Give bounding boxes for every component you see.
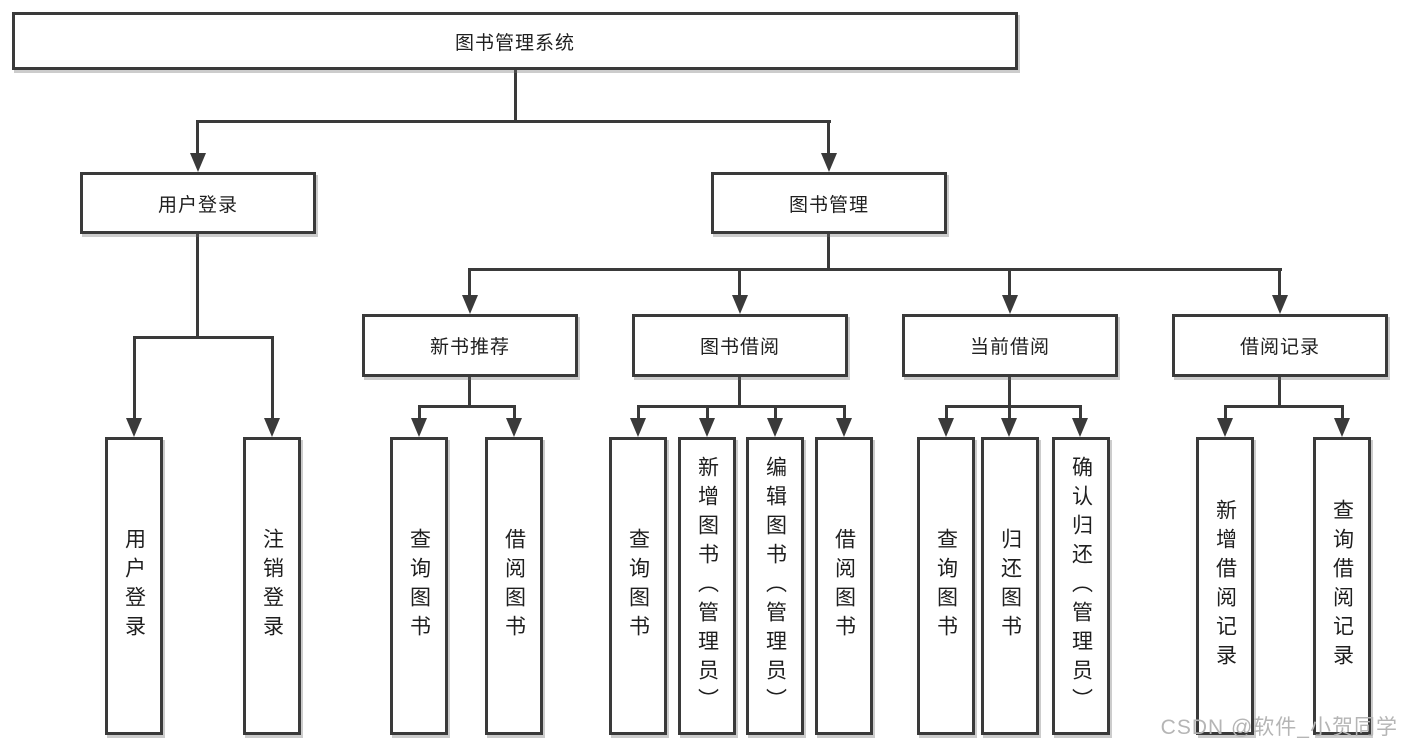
leaf-add-books-admin: 新增图书（管理员）	[678, 437, 736, 735]
connector-bookborrow-drop	[738, 375, 741, 408]
arrow-down-icon	[1217, 418, 1233, 437]
leaf-query-books-label: 查询图书	[407, 528, 431, 644]
leaf-user-login-label: 用户登录	[122, 528, 146, 644]
connector-borrowrecords-bus	[1224, 405, 1344, 408]
arrow-down-icon	[462, 295, 478, 314]
connector-currentborrow-bus	[945, 405, 1082, 408]
arrow-down-icon	[264, 418, 280, 437]
connector-currentborrow-drop	[1008, 375, 1011, 408]
arrow-down-icon	[1002, 295, 1018, 314]
arrow-down-icon	[506, 418, 522, 437]
connector-newbooks-bus	[418, 405, 516, 408]
leaf-logout: 注销登录	[243, 437, 301, 735]
arrow-down-icon	[411, 418, 427, 437]
leaf-edit-books-admin-label: 编辑图书（管理员）	[763, 455, 787, 717]
connector-stem	[133, 336, 136, 421]
leaf-return-books-label: 归还图书	[998, 528, 1022, 644]
leaf-borrow-books-borrow: 借阅图书	[815, 437, 873, 735]
arrow-down-icon	[699, 418, 715, 437]
leaf-query-books-label: 查询图书	[934, 528, 958, 644]
leaf-borrow-books-newbooks: 借阅图书	[485, 437, 543, 735]
connector-bookmgmt-drop	[827, 232, 830, 271]
connector-stem	[738, 268, 741, 298]
node-book-borrow: 图书借阅	[632, 314, 848, 377]
arrow-down-icon	[821, 153, 837, 172]
leaf-query-books-borrow: 查询图书	[609, 437, 667, 735]
leaf-query-books-newbooks: 查询图书	[390, 437, 448, 735]
node-borrow-records: 借阅记录	[1172, 314, 1388, 377]
connector-stem	[706, 405, 709, 422]
leaf-return-books: 归还图书	[981, 437, 1039, 735]
leaf-add-borrow-record-label: 新增借阅记录	[1213, 499, 1237, 673]
connector-stem	[196, 120, 199, 156]
arrow-down-icon	[836, 418, 852, 437]
arrow-down-icon	[630, 418, 646, 437]
leaf-confirm-return-admin: 确认归还（管理员）	[1052, 437, 1110, 735]
connector-stem	[271, 336, 274, 421]
arrow-down-icon	[732, 295, 748, 314]
arrow-down-icon	[767, 418, 783, 437]
node-root-label: 图书管理系统	[454, 32, 575, 54]
node-user-login: 用户登录	[80, 172, 316, 234]
node-book-management: 图书管理	[711, 172, 947, 234]
leaf-logout-label: 注销登录	[260, 528, 284, 644]
leaf-edit-books-admin: 编辑图书（管理员）	[746, 437, 804, 735]
connector-stem	[513, 405, 516, 422]
connector-stem	[1224, 405, 1227, 422]
arrow-down-icon	[1001, 418, 1017, 437]
connector-stem	[1008, 268, 1011, 298]
connector-userlogin-drop	[196, 232, 199, 339]
connector-stem	[1008, 405, 1011, 422]
arrow-down-icon	[1072, 418, 1088, 437]
leaf-borrow-books-label: 借阅图书	[832, 528, 856, 644]
connector-stem	[1278, 268, 1281, 298]
leaf-add-borrow-record: 新增借阅记录	[1196, 437, 1254, 735]
arrow-down-icon	[1272, 295, 1288, 314]
connector-stem	[843, 405, 846, 422]
connector-stem	[1079, 405, 1082, 422]
connector-newbooks-drop	[468, 375, 471, 408]
connector-userlogin-bus	[133, 336, 274, 339]
arrow-down-icon	[190, 153, 206, 172]
node-new-books: 新书推荐	[362, 314, 578, 377]
connector-root-drop	[514, 66, 517, 123]
node-current-borrow-label: 当前借阅	[969, 337, 1050, 358]
connector-level3-bus	[469, 268, 1282, 271]
node-new-books-label: 新书推荐	[429, 337, 510, 358]
node-book-management-label: 图书管理	[788, 194, 869, 216]
csdn-watermark: CSDN @软件_小贺同学	[1160, 716, 1398, 739]
connector-stem	[774, 405, 777, 422]
connector-stem	[945, 405, 948, 422]
leaf-add-books-admin-label: 新增图书（管理员）	[695, 455, 719, 717]
connector-stem	[468, 268, 471, 298]
connector-stem	[827, 120, 830, 156]
arrow-down-icon	[938, 418, 954, 437]
node-user-login-label: 用户登录	[157, 194, 238, 216]
node-book-borrow-label: 图书借阅	[699, 337, 780, 358]
leaf-query-books-current: 查询图书	[917, 437, 975, 735]
leaf-confirm-return-admin-label: 确认归还（管理员）	[1069, 455, 1093, 717]
leaf-user-login: 用户登录	[105, 437, 163, 735]
connector-borrowrecords-drop	[1278, 375, 1281, 408]
arrow-down-icon	[1334, 418, 1350, 437]
leaf-query-books-label: 查询图书	[626, 528, 650, 644]
leaf-borrow-books-label: 借阅图书	[502, 528, 526, 644]
connector-stem	[418, 405, 421, 422]
connector-stem	[637, 405, 640, 422]
leaf-query-borrow-record-label: 查询借阅记录	[1330, 499, 1354, 673]
connector-level2-bus	[196, 120, 831, 123]
connector-bookborrow-bus	[637, 405, 846, 408]
leaf-query-borrow-record: 查询借阅记录	[1313, 437, 1371, 735]
node-borrow-records-label: 借阅记录	[1239, 337, 1320, 358]
node-root: 图书管理系统	[12, 12, 1018, 70]
arrow-down-icon	[126, 418, 142, 437]
connector-stem	[1341, 405, 1344, 422]
node-current-borrow: 当前借阅	[902, 314, 1118, 377]
